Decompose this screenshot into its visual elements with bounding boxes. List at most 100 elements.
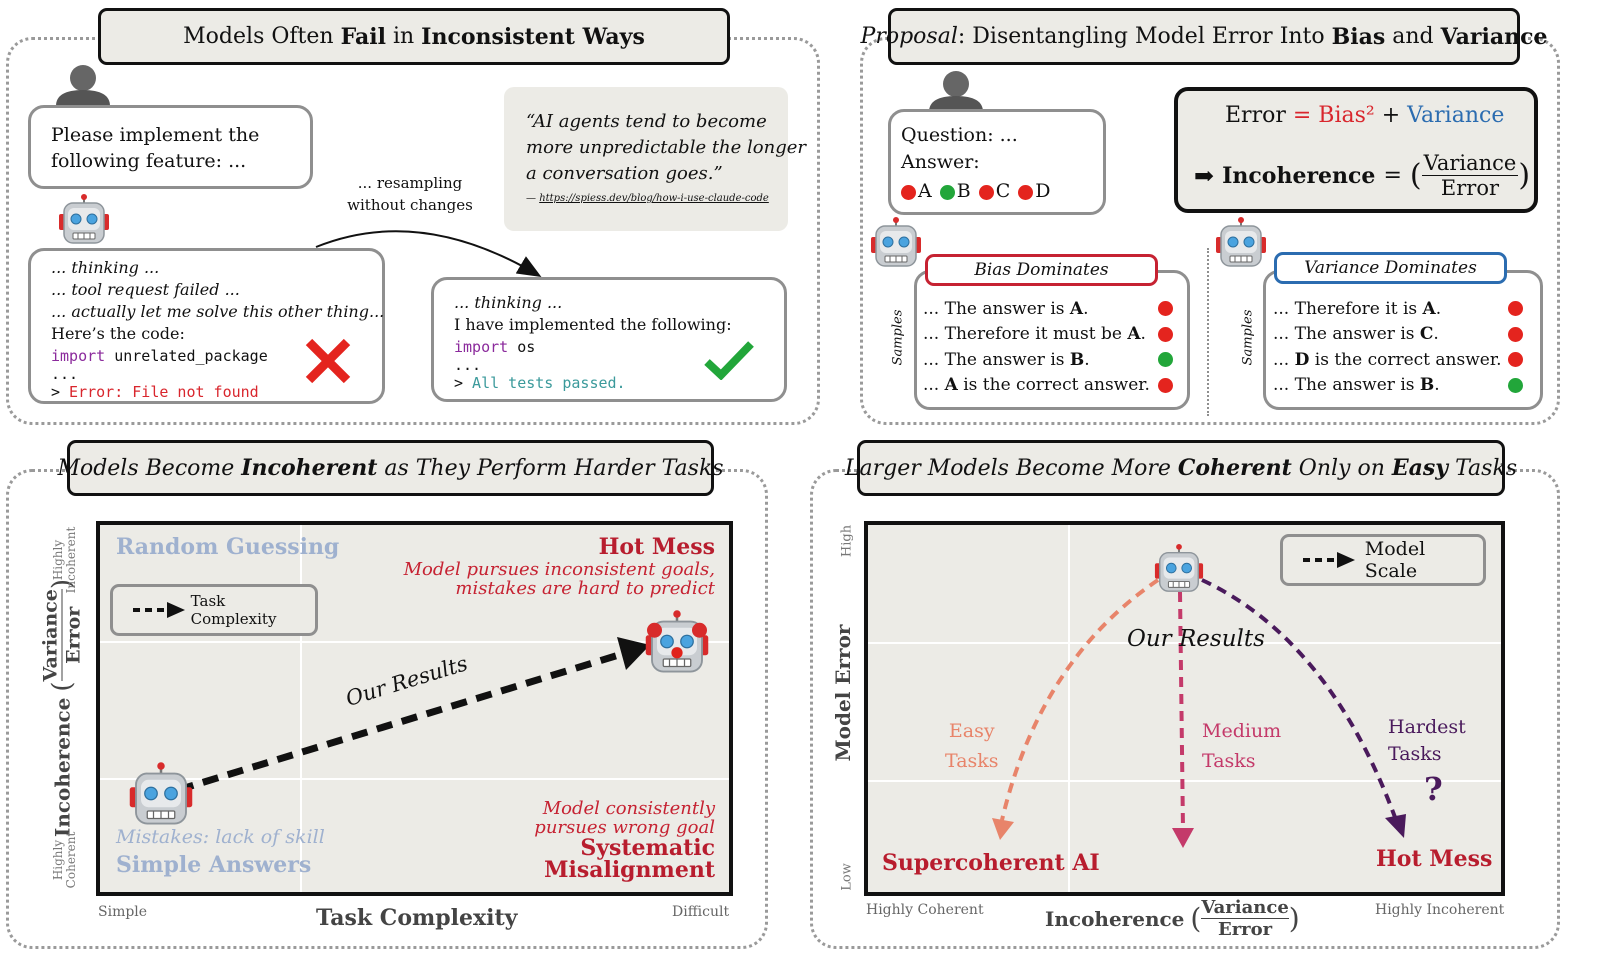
prompt-symbol: >	[51, 383, 61, 401]
sample-text: ... A is the correct answer.	[923, 375, 1150, 396]
medium-line: Medium	[1202, 720, 1282, 742]
title-segment: Incoherent	[241, 455, 378, 481]
user-icon	[929, 71, 983, 112]
sample-answer-dot	[1508, 301, 1523, 317]
y-axis-label: Model Error	[831, 624, 855, 762]
ok-text: All tests passed.	[463, 374, 626, 392]
misalignment-title-line: Misalignment	[544, 857, 715, 883]
sample-answer-dot	[1158, 301, 1173, 317]
sample-text: ... The answer is A.	[923, 298, 1089, 319]
tool-failed-line: ... tool request failed ...	[51, 280, 240, 299]
answer-letter: C	[995, 180, 1011, 202]
title-segment: Proposal	[860, 24, 958, 49]
answer-dot	[901, 184, 916, 200]
title-segment: Coherent	[1177, 455, 1292, 481]
user-icon	[56, 65, 110, 106]
y-axis-low: Low	[839, 863, 855, 891]
import-module: os	[508, 338, 536, 356]
answer-option: D	[1018, 180, 1050, 202]
x-axis-fraction: Variance Error	[1201, 897, 1289, 940]
title-segment: Bias	[1331, 23, 1386, 50]
question-text: Question: ...	[901, 124, 1018, 146]
success-response-bubble: ... thinking ... I have implemented the …	[431, 277, 787, 402]
quote-line: “AI agents tend to become	[526, 111, 767, 132]
hot-mess-label: Hot Mess	[598, 534, 715, 560]
panel-incoherence-title: Models Become Incoherent as They Perform…	[57, 440, 724, 496]
sample-row: ... D is the correct answer.	[1273, 347, 1523, 373]
eq-incoherence: Incoherence	[1222, 162, 1376, 189]
title-segment: as They Perform Harder Tasks	[377, 455, 724, 481]
misalignment-desc-line: pursues wrong goal	[534, 817, 715, 838]
quote-source-link[interactable]: https://spiess.dev/blog/how-i-use-claude…	[539, 193, 769, 204]
bias-samples-list: ... The answer is A. ... Therefore it mus…	[923, 296, 1173, 398]
resampling-label: ... resampling without changes	[345, 172, 475, 216]
x-axis-title: Incoherence	[1045, 906, 1185, 931]
variance-samples-list: ... Therefore it is A.... The answer is …	[1273, 296, 1523, 398]
quote-dash: —	[526, 193, 536, 204]
gridline	[100, 641, 729, 643]
x-axis-max: Difficult	[672, 904, 730, 920]
error-text: Error: File not found	[60, 383, 259, 401]
quote-line: more unpredictable the longer	[526, 137, 806, 158]
gridline	[1068, 525, 1070, 892]
import-keyword: import	[51, 347, 106, 365]
error-line: > Error: File not found	[51, 381, 362, 403]
sample-text: ... The answer is B.	[923, 349, 1090, 370]
x-axis-label: Task Complexity	[316, 905, 518, 931]
failed-response-bubble: ... thinking ... ... tool request failed…	[28, 248, 385, 404]
x-axis-min: Simple	[98, 904, 148, 920]
resampling-label-line: without changes	[347, 196, 473, 214]
hardest-line: Hardest	[1388, 716, 1466, 738]
title-segment: in	[385, 24, 422, 49]
answer-option: C	[978, 180, 1011, 202]
x-axis-label: Incoherence ( Variance Error )	[1045, 897, 1300, 940]
misalignment-desc-line: Model consistently	[542, 798, 715, 819]
sample-row: ... The answer is B.	[1273, 373, 1523, 399]
medium-line: Tasks	[1202, 750, 1256, 772]
gridline	[868, 780, 1501, 782]
user-prompt-line: Please implement the	[51, 124, 260, 146]
dashed-arrow-icon	[133, 602, 185, 618]
title-segment: Models Become	[57, 455, 242, 481]
code-ellipsis: ...	[454, 356, 482, 374]
code-ellipsis: ...	[51, 365, 79, 383]
sample-answer-dot	[1158, 377, 1173, 393]
eq-bias: Bias²	[1318, 103, 1375, 128]
complexity-plot	[96, 521, 733, 896]
thinking-line: ... thinking ...	[51, 258, 160, 277]
our-results-label: Our Results	[1127, 626, 1265, 652]
equation-box: Error = Bias² + Variance ➡ Incoherence =…	[1174, 87, 1538, 213]
incoherence-equation: ➡ Incoherence = ( Variance Error )	[1194, 151, 1531, 200]
answer-letter: A	[918, 180, 932, 202]
bias-title: Bias Dominates	[925, 254, 1158, 286]
quote-source[interactable]: — https://spiess.dev/blog/how-i-use-clau…	[526, 189, 778, 209]
panel-failures-title: Models Often Fail in Inconsistent Ways	[98, 8, 730, 65]
sample-row: ... A is the correct answer.	[923, 373, 1173, 399]
answer-dot	[978, 184, 994, 200]
prompt-symbol: >	[454, 374, 464, 392]
bias-samples-box	[914, 270, 1190, 410]
sample-row: ... The answer is B.	[923, 347, 1173, 373]
hot-mess-desc-line: Model pursues inconsistent goals,	[403, 559, 715, 580]
eq-fraction: Variance Error	[1421, 151, 1519, 200]
sample-row: ... Therefore it is A.	[1273, 296, 1523, 322]
variance-title: Variance Dominates	[1274, 252, 1507, 284]
ok-line: > All tests passed.	[454, 372, 764, 394]
sample-row: ... The answer is C.	[1273, 322, 1523, 348]
sample-text: ... The answer is B.	[1273, 375, 1440, 396]
sample-row: ... Therefore it must be A.	[923, 322, 1173, 348]
legend-label: Model Scale	[1364, 538, 1426, 582]
x-frac-num: Variance	[1201, 897, 1289, 919]
answer-letter: B	[956, 180, 971, 202]
x-frac-den: Error	[1217, 919, 1273, 940]
hot-mess-desc-line: mistakes are hard to predict	[455, 578, 715, 599]
cross-icon	[305, 338, 351, 384]
user-prompt-bubble: Please implement the following feature: …	[28, 105, 313, 189]
eq-equals: =	[1292, 103, 1312, 128]
eq-frac-num: Variance	[1421, 151, 1519, 176]
sample-answer-dot	[1508, 326, 1523, 342]
sample-answer-dot	[1508, 352, 1523, 368]
